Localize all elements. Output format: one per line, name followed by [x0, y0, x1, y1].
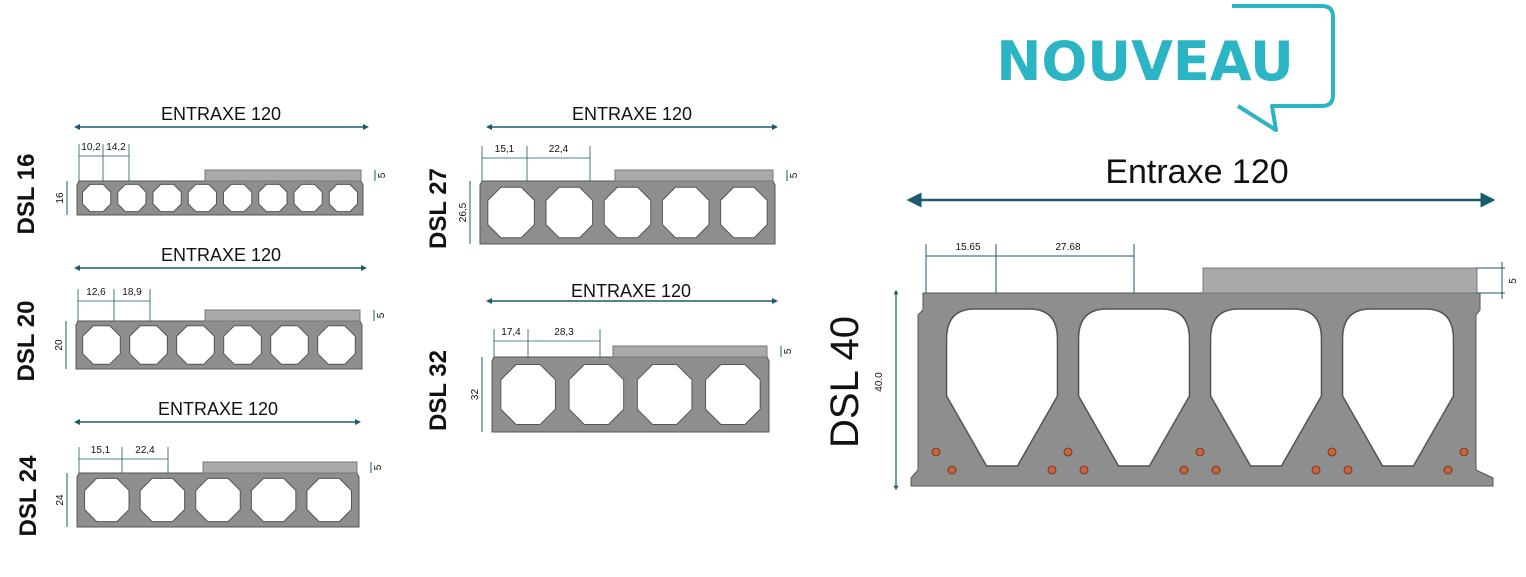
dim-a-label: 15,1	[91, 445, 111, 456]
entraxe-label: ENTRAXE 120	[161, 104, 281, 124]
rebar-strand	[1311, 465, 1321, 475]
hollow-core	[720, 186, 768, 239]
rebar-strand	[1459, 447, 1469, 457]
dim-b-label: 14,2	[106, 142, 126, 153]
hollow-core	[545, 186, 594, 239]
hollow-core	[500, 364, 556, 425]
entraxe-label: Entraxe 120	[1105, 153, 1288, 191]
height-label: 26,5	[458, 202, 469, 222]
dim-a-label: 10,2	[81, 142, 101, 153]
hollow-core	[223, 183, 253, 213]
slab-name: DSL 16	[13, 154, 40, 235]
topping-label: 5	[376, 312, 387, 318]
hollow-core	[1077, 308, 1191, 467]
hollow-core	[705, 364, 761, 425]
rebar-strand	[947, 465, 957, 475]
hollow-core	[661, 186, 710, 239]
height-label: 40.0	[874, 372, 885, 392]
topping-label: 5	[373, 464, 384, 470]
slab-name: DSL 32	[425, 350, 452, 431]
height-label: 32	[470, 389, 481, 401]
hollow-core	[258, 183, 288, 213]
hollow-core	[317, 325, 356, 365]
slab-name: DSL 40	[823, 316, 867, 448]
rebar-strand	[1179, 465, 1189, 475]
topping-layer	[202, 461, 358, 474]
entraxe-label: ENTRAXE 120	[571, 281, 691, 301]
rebar-strand	[1343, 465, 1353, 475]
topping-label: 5	[1508, 278, 1519, 284]
rebar-strand	[1063, 447, 1073, 457]
topping-label: 5	[783, 348, 794, 354]
topping-label: 5	[377, 172, 388, 178]
hollow-core	[636, 364, 693, 425]
entraxe-label: ENTRAXE 120	[161, 245, 281, 265]
dim-a-label: 17,4	[501, 327, 521, 338]
slab-name: DSL 20	[13, 301, 40, 382]
hollow-core	[293, 183, 323, 213]
new-badge: NOUVEAU	[996, 4, 1335, 132]
hollow-core	[306, 477, 352, 523]
dim-b-label: 22,4	[549, 144, 569, 155]
dim-a-label: 15,1	[495, 144, 515, 155]
rebar-strand	[1443, 465, 1453, 475]
rebar-strand	[1327, 447, 1337, 457]
slab-name: DSL 24	[15, 455, 42, 537]
topping-layer	[612, 345, 768, 358]
hollow-core	[250, 477, 297, 523]
dim-a-label: 12,6	[86, 287, 106, 298]
hollow-core	[945, 308, 1059, 467]
dim-a-label: 15.65	[955, 242, 980, 253]
rebar-strand	[1195, 447, 1205, 457]
hollow-core	[152, 183, 182, 213]
hollow-core	[1341, 308, 1455, 467]
hollow-core	[270, 325, 309, 365]
hollow-core	[117, 183, 147, 213]
hollow-core	[603, 186, 652, 239]
new-badge-text: NOUVEAU	[996, 30, 1294, 93]
topping-layer	[204, 169, 362, 182]
hollow-core	[129, 325, 168, 365]
entraxe-label: ENTRAXE 120	[572, 104, 692, 124]
rebar-strand	[1047, 465, 1057, 475]
dim-b-label: 22,4	[135, 445, 155, 456]
hollow-core	[84, 477, 130, 523]
rebar-strand	[1079, 465, 1089, 475]
hollow-core	[487, 186, 535, 239]
slab-dsl40: Entraxe 120 40.0 15.65 27.68 5 DSL 40	[823, 153, 1519, 491]
height-label: 16	[55, 192, 66, 204]
topping-layer	[1202, 267, 1478, 294]
hollow-core	[1209, 308, 1323, 467]
topping-layer	[204, 309, 361, 322]
rebar-strand	[931, 447, 941, 457]
hollow-core	[568, 364, 625, 425]
hollow-core	[195, 477, 241, 523]
hollow-core	[82, 325, 121, 365]
slab-name: DSL 27	[425, 168, 452, 249]
hollow-core	[82, 183, 112, 213]
hollow-core	[139, 477, 186, 523]
rebar-strand	[1211, 465, 1221, 475]
dim-b-label: 18,9	[122, 287, 142, 298]
topping-label: 5	[789, 172, 800, 178]
hollow-core	[328, 183, 358, 213]
height-label: 24	[55, 494, 66, 506]
dim-b-label: 27.68	[1055, 242, 1080, 253]
hollow-core	[176, 325, 215, 365]
topping-layer	[614, 169, 774, 182]
height-label: 20	[54, 339, 65, 351]
entraxe-label: ENTRAXE 120	[158, 399, 278, 419]
dim-b-label: 28,3	[554, 327, 574, 338]
hollow-core	[223, 325, 262, 365]
hollow-core	[187, 183, 217, 213]
